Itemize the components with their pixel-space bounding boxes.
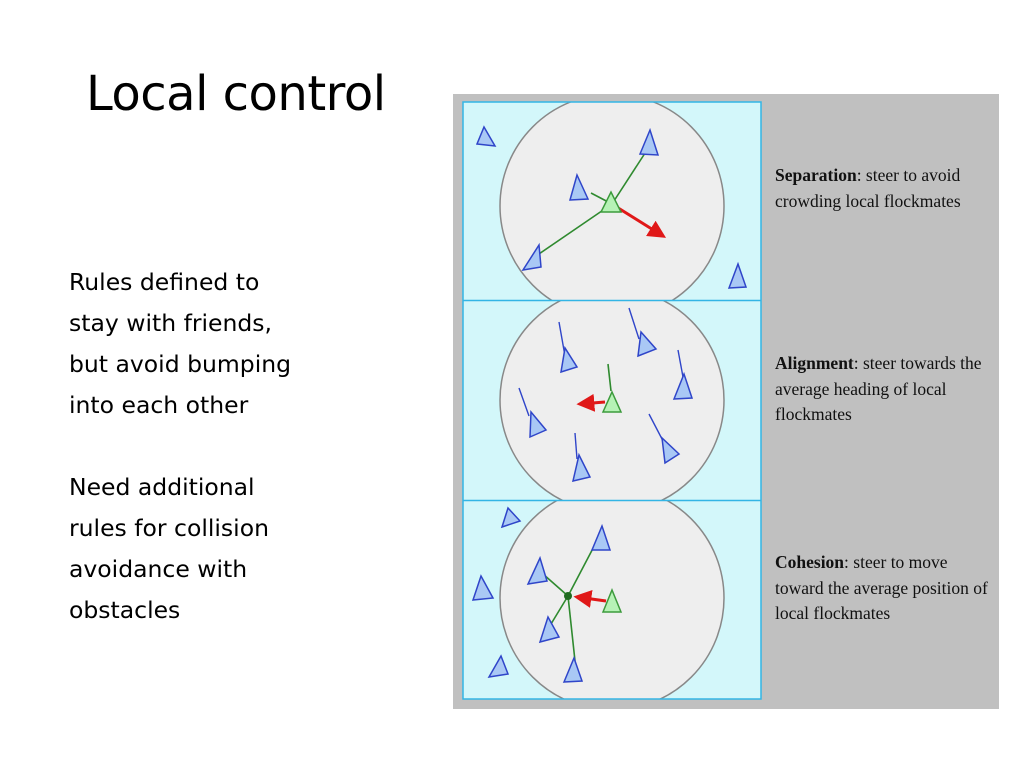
focal-boid-icon	[601, 588, 623, 613]
steering-arrow-icon	[573, 590, 607, 608]
center-of-mass-marker	[564, 592, 572, 600]
cohesion-panel	[463, 501, 761, 699]
panel-frame	[462, 101, 762, 700]
boid-triangle-icon	[538, 615, 561, 644]
heading-line	[607, 363, 612, 392]
separation-panel	[463, 102, 761, 300]
alignment-panel	[463, 301, 761, 500]
boid-triangle-icon	[529, 410, 548, 439]
boid-triangle-icon	[562, 655, 584, 683]
caption-alignment: Alignment: steer towards the average hea…	[775, 351, 990, 428]
caption-term: Separation	[775, 165, 857, 185]
boid-triangle-icon	[568, 172, 590, 201]
boid-triangle-icon	[571, 452, 592, 483]
boids-diagram	[462, 101, 762, 700]
slide-title: Local control	[86, 66, 386, 122]
boid-triangle-icon	[487, 654, 510, 678]
focal-boid-icon	[599, 190, 623, 213]
boid-triangle-icon	[475, 125, 497, 147]
bullet-paragraph-rules: Rules defined to stay with friends, but …	[69, 268, 292, 419]
focal-boid-icon	[601, 390, 623, 413]
caption-term: Alignment	[775, 353, 854, 373]
link-line	[550, 595, 569, 625]
caption-cohesion: Cohesion: steer to move toward the avera…	[775, 550, 990, 627]
boid-triangle-icon	[500, 506, 522, 529]
boid-triangle-icon	[727, 261, 748, 289]
heading-line	[648, 413, 663, 440]
heading-line	[518, 387, 530, 417]
heading-line	[677, 349, 684, 378]
caption-text: : steer towards the average heading of l…	[775, 353, 982, 424]
boids-rules-figure: Separation: steer to avoid crowding loca…	[453, 94, 999, 709]
link-line	[535, 203, 613, 257]
heading-line	[574, 432, 578, 460]
link-line	[567, 595, 576, 662]
boid-triangle-icon	[526, 555, 548, 585]
boid-triangle-icon	[672, 371, 694, 400]
boid-triangle-icon	[638, 127, 660, 156]
boid-triangle-icon	[521, 242, 542, 272]
caption-text: : steer to avoid crowding local flockmat…	[775, 165, 961, 211]
link-line	[542, 573, 569, 597]
caption-term: Cohesion	[775, 552, 845, 572]
heading-line	[628, 307, 640, 340]
boid-triangle-icon	[560, 345, 579, 374]
steering-arrow-icon	[576, 393, 606, 412]
boid-triangle-icon	[590, 523, 612, 551]
boid-triangle-icon	[661, 436, 681, 465]
boid-triangle-icon	[471, 574, 495, 601]
link-line	[611, 146, 650, 205]
steering-arrow-icon	[614, 204, 667, 238]
boid-triangle-icon	[637, 330, 658, 358]
caption-text: : steer to move toward the average posit…	[775, 552, 988, 623]
bullet-paragraph-collision: Need additional rules for collision avoi…	[69, 473, 269, 624]
caption-separation: Separation: steer to avoid crowding loca…	[775, 163, 990, 214]
